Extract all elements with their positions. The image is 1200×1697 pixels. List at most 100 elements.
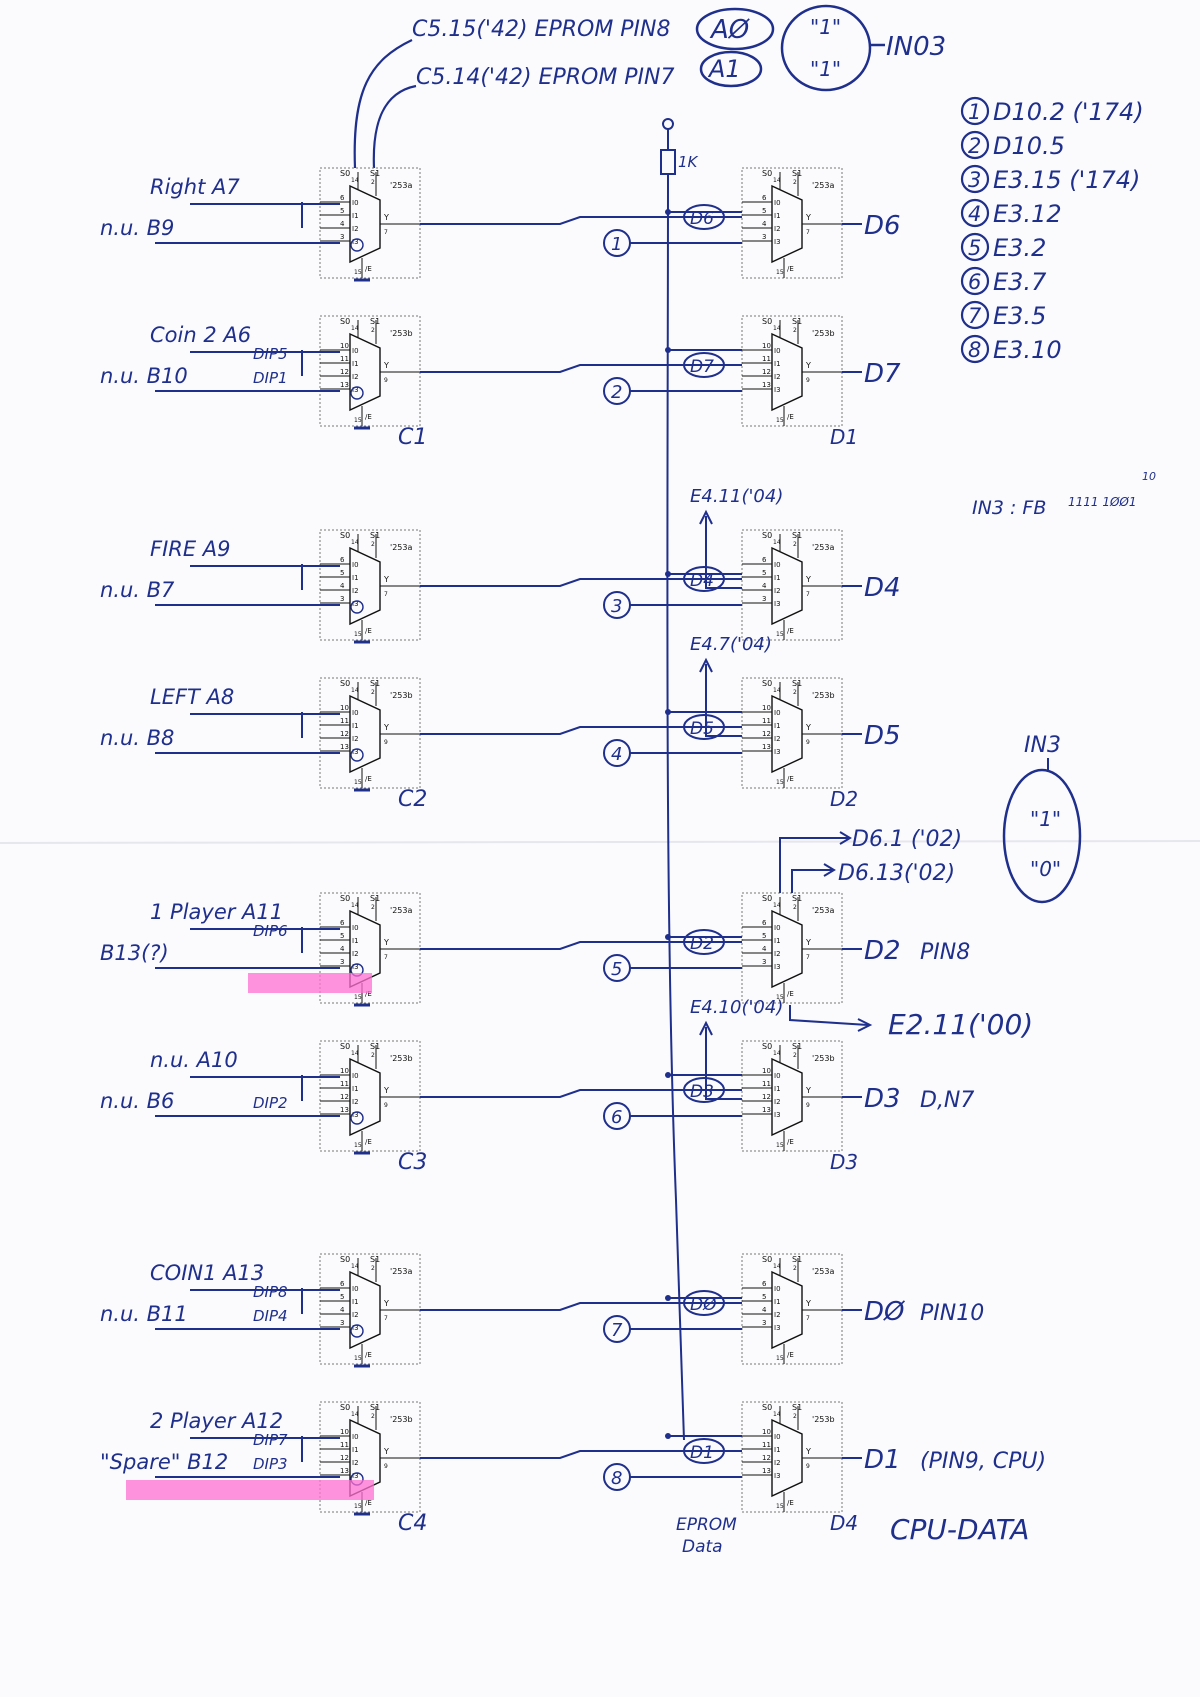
input-pin: 13 (340, 743, 349, 751)
output-pin: 9 (806, 1463, 810, 1470)
s1-label: S1 (792, 169, 802, 178)
input-label: I2 (352, 1459, 359, 1467)
chip-type: '253b (812, 691, 835, 700)
mux-link-wire (420, 1302, 742, 1311)
dip-label-2: DIP3 (253, 1455, 288, 1473)
input-pin: 4 (762, 220, 767, 228)
chip-outline (319, 1401, 421, 1513)
s1-label: S1 (370, 1403, 380, 1412)
enable-pin: 15 (776, 631, 784, 638)
in3-note-sup: 10 (1142, 470, 1156, 483)
addr-a0-label: AØ (709, 15, 751, 45)
left-input-2: n.u. B7 (100, 578, 175, 602)
input-label: I2 (774, 950, 781, 958)
a1-hook (372, 84, 417, 169)
output-pin: 7 (806, 954, 810, 961)
addr-a1-text: C5.14('42) EPROM PIN7 (416, 65, 675, 90)
legend-num-ring (960, 198, 990, 228)
dip-label-2: DIP2 (253, 1094, 288, 1112)
mux-body (771, 332, 803, 412)
chip-type: '253a (390, 543, 412, 552)
enable-pin: 15 (354, 1355, 362, 1362)
data-line-label: D5 (690, 719, 714, 739)
resistor-body (660, 149, 676, 175)
resistor-label: 1K (678, 153, 699, 171)
input-pin: 13 (340, 381, 349, 389)
chip-outline (319, 1253, 421, 1365)
input-label: I2 (352, 587, 359, 595)
s1-pin: 2 (371, 541, 375, 548)
s1-pin: 2 (371, 179, 375, 186)
input-label: I2 (352, 1311, 359, 1319)
input-label: I2 (352, 1098, 359, 1106)
chip-type: '253b (390, 1054, 413, 1063)
output-pin: 9 (384, 377, 388, 384)
input-pin: 11 (340, 355, 349, 363)
data-line-ring (683, 714, 725, 740)
signal-ref-num: 5 (611, 959, 622, 980)
enable-pin: 15 (776, 779, 784, 786)
s0-label: S0 (340, 679, 350, 688)
enable-pin: 15 (776, 1142, 784, 1149)
input-pin: 3 (762, 1319, 766, 1327)
chip-outline (741, 1401, 843, 1513)
s1-label: S1 (792, 894, 802, 903)
input-pin: 5 (762, 932, 766, 940)
s0-label: S0 (762, 169, 772, 178)
input-pin: 5 (340, 569, 344, 577)
mux-body (349, 332, 381, 412)
chip-type: '253b (390, 691, 413, 700)
input-label: I2 (352, 735, 359, 743)
input-pin: 3 (340, 233, 344, 241)
chip-outline (741, 677, 843, 789)
output-pin: 7 (384, 1315, 388, 1322)
input-label: I1 (774, 212, 781, 220)
input-pin: 11 (762, 355, 771, 363)
input-label: I1 (774, 722, 781, 730)
pin-ring (350, 386, 364, 400)
output-pin: 7 (384, 229, 388, 236)
legend-num: 1 (968, 100, 981, 124)
dip-label-1: DIP7 (253, 1431, 288, 1449)
input-label: I1 (774, 1298, 781, 1306)
input-label: I1 (352, 1085, 359, 1093)
input-pin: 10 (762, 1428, 771, 1436)
chip-outline (741, 315, 843, 427)
left-input-1: COIN1 A13 (150, 1261, 264, 1285)
input-label: I3 (774, 600, 781, 608)
input-pin: 12 (762, 1093, 771, 1101)
s0-pin: 14 (773, 1411, 781, 1418)
s0-label: S0 (762, 1042, 772, 1051)
e211-arrow (857, 1018, 873, 1032)
s0-pin: 14 (773, 539, 781, 546)
s0-pin: 14 (351, 177, 359, 184)
input-pin: 11 (340, 1441, 349, 1449)
d61-wire (779, 837, 848, 893)
data-line-label: D2 (690, 934, 714, 954)
input-label: I2 (352, 225, 359, 233)
input-pin: 12 (762, 368, 771, 376)
input-pin: 3 (340, 595, 344, 603)
legend-text: E3.12 (993, 200, 1062, 228)
s1-label: S1 (370, 317, 380, 326)
legend-num-ring (960, 300, 990, 330)
legend-num: 3 (968, 168, 981, 192)
output-pin: 9 (806, 739, 810, 746)
enable-label: /E (787, 1499, 794, 1507)
input-label: I3 (352, 600, 359, 608)
input-pin: 6 (340, 556, 345, 564)
s0-label: S0 (340, 169, 350, 178)
input-label: I3 (774, 1111, 781, 1119)
chip-type: '253b (390, 329, 413, 338)
input-pin: 6 (762, 919, 767, 927)
s1-label: S1 (370, 679, 380, 688)
s1-pin: 2 (371, 327, 375, 334)
input-pin: 6 (762, 1280, 767, 1288)
s1-pin: 2 (793, 1265, 797, 1272)
s0-label: S0 (762, 531, 772, 540)
input-pin: 6 (340, 1280, 345, 1288)
left-chip-label: C4 (398, 1511, 427, 1536)
